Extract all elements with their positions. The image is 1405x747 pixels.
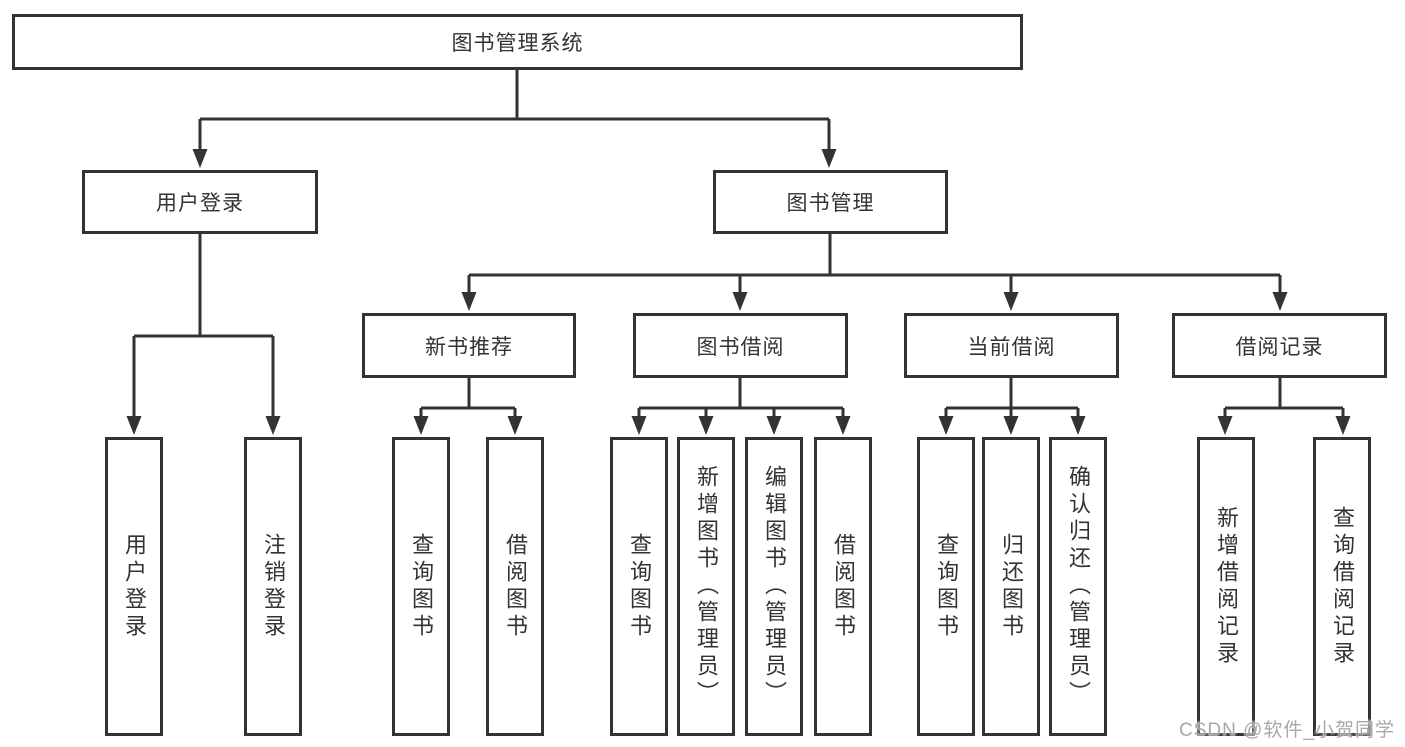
node-label: 当前借阅 xyxy=(967,335,1056,359)
node-label: 查询图书 xyxy=(934,532,959,641)
node-current-borrow: 当前借阅 xyxy=(904,313,1119,378)
node-label: 借阅记录 xyxy=(1235,335,1324,359)
arrow-down-icon xyxy=(698,416,714,435)
leaf-user-login: 用户登录 xyxy=(105,437,163,736)
connector-borrow-record-to-leaves xyxy=(1217,378,1351,435)
node-label: 归还图书 xyxy=(999,532,1024,641)
connector-book-borrow-to-leaves xyxy=(631,378,851,435)
node-label: 新增借阅记录 xyxy=(1214,505,1239,668)
arrow-down-icon xyxy=(1070,416,1086,435)
arrow-down-icon xyxy=(413,416,429,435)
node-label: 新书推荐 xyxy=(425,335,513,359)
leaf-query-book-2: 查询图书 xyxy=(610,437,668,736)
node-label: 确认归还（管理员） xyxy=(1066,465,1091,708)
arrow-down-icon xyxy=(835,416,851,435)
arrow-down-icon xyxy=(631,416,647,435)
node-new-book-recommend: 新书推荐 xyxy=(362,313,576,378)
csdn-watermark: CSDN @软件_小贺同学 xyxy=(1179,720,1395,741)
arrow-down-icon xyxy=(821,149,837,168)
arrow-down-icon xyxy=(507,416,523,435)
leaf-query-book-3: 查询图书 xyxy=(917,437,975,736)
node-label: 图书借阅 xyxy=(696,335,785,359)
connector-book-mgmt-to-level3 xyxy=(461,234,1288,311)
leaf-logout: 注销登录 xyxy=(244,437,302,736)
leaf-add-book-admin: 新增图书（管理员） xyxy=(677,437,735,736)
node-label: 编辑图书（管理员） xyxy=(762,465,787,708)
node-borrow-record: 借阅记录 xyxy=(1172,313,1387,378)
node-user-login: 用户登录 xyxy=(82,170,318,234)
leaf-borrow-book-2: 借阅图书 xyxy=(814,437,872,736)
connector-new-book-rec-to-leaves xyxy=(413,378,523,435)
node-label: 用户登录 xyxy=(156,192,244,215)
arrow-down-icon xyxy=(1003,416,1019,435)
node-label: 图书管理 xyxy=(786,192,875,215)
node-book-management: 图书管理 xyxy=(713,170,948,234)
leaf-return-book: 归还图书 xyxy=(982,437,1040,736)
node-label: 用户登录 xyxy=(122,532,147,641)
leaf-add-borrow-record: 新增借阅记录 xyxy=(1197,437,1255,736)
node-label: 注销登录 xyxy=(261,532,286,641)
leaf-query-book-1: 查询图书 xyxy=(392,437,450,736)
node-root-system: 图书管理系统 xyxy=(12,14,1023,70)
arrow-down-icon xyxy=(938,416,954,435)
node-book-borrow: 图书借阅 xyxy=(633,313,848,378)
arrow-down-icon xyxy=(126,416,142,435)
connector-user-login-to-leaves xyxy=(126,234,281,435)
arrow-down-icon xyxy=(1003,292,1019,311)
node-label: 借阅图书 xyxy=(831,532,856,641)
node-label: 图书管理系统 xyxy=(451,32,584,55)
arrow-down-icon xyxy=(1335,416,1351,435)
node-label: 查询借阅记录 xyxy=(1330,505,1355,668)
node-label: 查询图书 xyxy=(409,532,434,641)
node-label: 借阅图书 xyxy=(503,532,528,641)
arrow-down-icon xyxy=(732,292,748,311)
arrow-down-icon xyxy=(461,292,477,311)
leaf-borrow-book-1: 借阅图书 xyxy=(486,437,544,736)
arrow-down-icon xyxy=(192,149,208,168)
arrow-down-icon xyxy=(766,416,782,435)
arrow-down-icon xyxy=(1217,416,1233,435)
node-label: 新增图书（管理员） xyxy=(694,465,719,708)
connector-root-to-level2 xyxy=(192,70,837,168)
node-label: 查询图书 xyxy=(627,532,652,641)
leaf-confirm-return-admin: 确认归还（管理员） xyxy=(1049,437,1107,736)
leaf-query-borrow-record: 查询借阅记录 xyxy=(1313,437,1371,736)
connector-current-borrow-to-leaves xyxy=(938,378,1086,435)
arrow-down-icon xyxy=(265,416,281,435)
leaf-edit-book-admin: 编辑图书（管理员） xyxy=(745,437,803,736)
arrow-down-icon xyxy=(1272,292,1288,311)
